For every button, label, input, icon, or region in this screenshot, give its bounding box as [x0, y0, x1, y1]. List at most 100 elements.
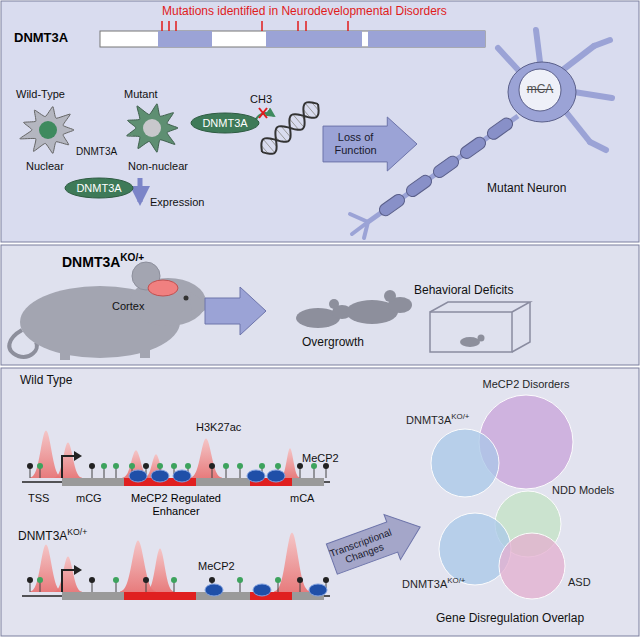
text-label: DNMT3A — [18, 529, 67, 543]
label-wrap: MeCP2 — [198, 560, 235, 573]
domain — [266, 31, 362, 47]
enhancer — [124, 592, 196, 600]
cage-mouse — [460, 335, 485, 348]
down-arrow — [138, 178, 143, 202]
tss-arrow — [62, 570, 76, 592]
label-wrap: MeCP2 Regulated Enhancer — [128, 492, 224, 517]
mcg-site — [89, 577, 95, 583]
text-label: Overgrowth — [302, 335, 364, 349]
text-label: Wild-Type — [16, 88, 65, 100]
label-wrap: Non-nuclear — [128, 160, 188, 173]
methyl-stem — [30, 582, 31, 592]
mca-site — [171, 463, 177, 469]
label-wrap: Mutant — [124, 88, 158, 101]
node-outline — [430, 428, 500, 498]
text-label: Expression — [150, 196, 204, 208]
myelin-segment — [377, 192, 407, 218]
node-text: DNMT3A — [76, 182, 121, 195]
mca-site — [171, 577, 177, 583]
protein-ellipse: DNMT3A — [190, 112, 260, 134]
text-label: DNMT3A — [62, 254, 120, 270]
mutant-cell — [127, 104, 178, 153]
text-label: TSS — [28, 492, 49, 504]
node-text: MeCP2 Disorders — [483, 378, 570, 390]
mcg-site — [89, 463, 95, 469]
text-label: MeCP2 — [302, 452, 339, 464]
gene-bar — [100, 31, 485, 47]
dna-strand — [261, 104, 318, 152]
myelin-segment — [485, 116, 515, 142]
neuron-soma: mCAMutant Neuron — [515, 76, 565, 104]
mca-site — [37, 463, 43, 469]
node-text: NDD Models — [552, 484, 614, 496]
mcg-site — [143, 463, 149, 469]
circle-outline — [499, 533, 565, 599]
methyl-stem — [116, 468, 117, 478]
mecp2-protein — [129, 470, 147, 482]
node-heading: Mutant Neuron — [487, 181, 566, 195]
methyl-stem — [300, 582, 301, 592]
arrow-outline — [324, 504, 429, 581]
h3k27ac-peak — [54, 556, 82, 592]
mecp2-protein — [205, 584, 223, 596]
mca-site — [101, 463, 107, 469]
mca-site — [223, 463, 229, 469]
mca-site — [37, 577, 43, 583]
mecp2-protein — [151, 470, 169, 482]
text-wrap: DNMT3AKO/+ — [402, 576, 465, 590]
mcg-site — [143, 577, 149, 583]
methyl-stem — [116, 582, 117, 592]
methyl-stem — [174, 582, 175, 592]
label-wrap: Nuclear — [26, 160, 64, 173]
text-label: DNMT3A — [76, 146, 117, 157]
h3k27ac-peak — [54, 442, 82, 478]
text-wrap: DNMT3A — [64, 177, 134, 199]
node-outline — [498, 532, 566, 600]
label-wrap: mCG — [76, 492, 102, 505]
venn-circle: ASD — [498, 532, 566, 600]
label-wrap: Cortex — [112, 300, 144, 313]
protein-ellipse: DNMT3A — [64, 177, 134, 199]
mecp2-protein — [253, 584, 271, 596]
text-wrap: MeCP2 Disorders — [483, 378, 570, 391]
label-wrap: Overgrowth — [302, 336, 364, 350]
text-wrap: Loss of Function — [322, 116, 389, 172]
methyl-stem — [146, 582, 147, 592]
mouse — [9, 262, 212, 360]
text-wrap: NDD Models — [552, 484, 614, 497]
mca-site — [113, 463, 119, 469]
methyl-stem — [300, 468, 301, 478]
mcg-site — [209, 463, 215, 469]
mcg-site — [323, 577, 329, 583]
text-label: Wild Type — [20, 373, 72, 387]
methyl-stem — [326, 468, 327, 478]
mecp2-protein — [267, 470, 285, 482]
gene-body — [62, 478, 324, 486]
text-label: MeCP2 Regulated Enhancer — [131, 492, 221, 517]
h3k27ac-peak — [274, 533, 310, 592]
superscript: KO/+ — [67, 527, 87, 537]
label-wrap: TSS — [28, 492, 49, 505]
dna-strand — [262, 102, 318, 154]
label-wrap: MeCP2 — [302, 452, 339, 465]
wild-type-cell — [20, 107, 74, 154]
mca-site — [237, 463, 243, 469]
mecp2-protein — [247, 470, 265, 482]
myelin-segment — [458, 135, 488, 161]
text-label: Non-nuclear — [128, 160, 188, 172]
text-wrap: Mutant Neuron — [487, 182, 566, 196]
mca-site — [275, 577, 281, 583]
gene-body — [62, 592, 324, 600]
node-text: ASD — [568, 576, 591, 588]
text-label: CH3 — [250, 93, 272, 105]
text-wrap: DNMT3AKO/+ — [406, 412, 469, 426]
domain — [368, 31, 485, 47]
superscript: KO/+ — [120, 252, 144, 263]
domain — [158, 31, 212, 47]
node-text: DNMT3A — [402, 578, 447, 590]
methyl-stem — [212, 468, 213, 478]
ellipse-shape — [65, 178, 133, 198]
text-label: Mutant — [124, 88, 158, 100]
text-label: MeCP2 — [198, 560, 235, 572]
mca-site — [275, 463, 281, 469]
